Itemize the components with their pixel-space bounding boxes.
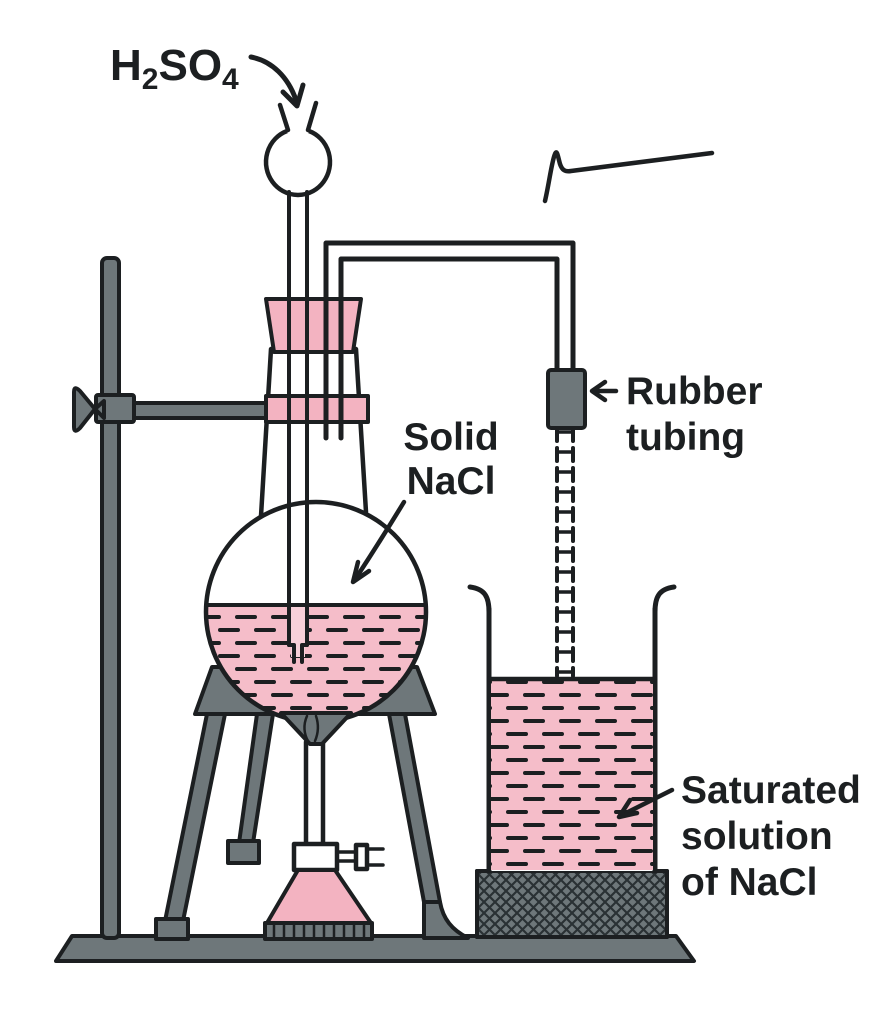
acid-sub2: 4 [222,63,239,96]
acid-arrow [248,54,299,103]
burner-gas-prongs [365,847,385,867]
clamp-thumbscrew-tip [93,399,106,420]
clamp-thumbscrew-icon [72,386,97,433]
delivery-tube-inner [338,256,560,441]
tripod-foot-left [154,917,190,941]
retort-stand-rod [100,256,121,940]
flask-contents-arrow [353,499,407,581]
funnel-stem-walls [287,190,309,647]
burner-base-ribs [263,921,374,941]
rubber-tubing-connector [546,368,587,430]
clamp-jaw-band [264,394,370,424]
wooden-block [475,869,669,939]
acid-sub1: 2 [142,63,159,96]
beaker-contents-label-line2: solution [681,815,833,858]
beaker-contents-label-line3: of NaCl [681,861,818,904]
rubber-stopper [264,297,363,354]
rubber-tubing-arrowhead-icon [589,379,608,403]
tripod-foot-back [226,839,261,865]
rubber-tubing-label-line2: tubing [626,416,745,459]
acid-base2: SO [158,41,222,90]
flask-contents-label-line1: Solid [403,416,498,459]
beaker-rim-left [467,584,492,615]
flask-contents-arrowhead-icon [350,559,372,585]
bunsen-burner [263,739,385,941]
funnel-mouth [277,100,319,133]
beaker-walls [486,606,658,874]
funnel-bulb [263,128,333,198]
thistle-funnel [263,100,333,664]
beaker-rim-right [652,584,677,615]
beaker-contents-arrowhead-icon [616,797,640,820]
funnel-stem-tip [287,643,309,664]
acid-formula-label: H2SO4 [110,41,239,96]
cone-texture-lines [303,714,320,743]
pen-mark [542,150,715,204]
delivery-tube-rungs [555,430,575,674]
acid-arrowhead-icon [280,82,306,109]
beaker [467,584,677,874]
delivery-tube-lower [555,426,575,678]
beaker-solution-dashes [491,679,653,870]
burner-gas-valve [353,842,370,872]
rubber-tubing-label-line1: Rubber [626,370,763,413]
base-board [54,934,696,963]
wooden-block-hatch [477,871,667,937]
burner-barrel [303,739,326,849]
flask-neck-walls [258,346,369,519]
burner-collar [291,841,340,873]
beaker-contents-arrow [619,787,675,818]
tripod-foot-right [422,900,470,940]
flask-neck-fill [259,347,368,521]
clamp-arm [113,401,270,420]
beaker-contents-label-line1: Saturated [681,769,861,812]
flask-seat-cone [279,711,353,746]
burner-rib-lines [272,921,366,941]
flask-contents-label-line2: NaCl [407,460,496,503]
delivery-tube-outer [323,240,576,441]
round-bottom-flask [203,346,429,725]
acid-base1: H [110,41,142,90]
flask-liquid-dashes [206,605,427,724]
